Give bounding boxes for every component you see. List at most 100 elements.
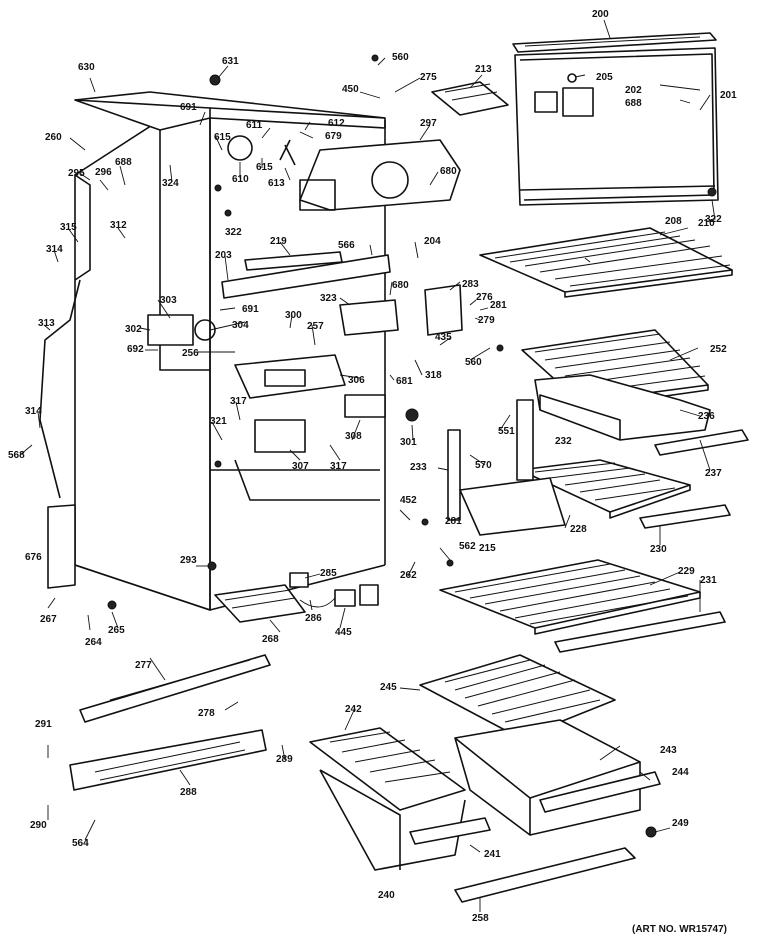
callout-611: 611 bbox=[246, 120, 263, 131]
crisper-drawer-242 bbox=[309, 727, 466, 871]
shelf-support-233 bbox=[447, 429, 461, 521]
callout-215: 215 bbox=[479, 543, 496, 554]
callout-691-upper: 691 bbox=[180, 102, 197, 113]
callout-252: 252 bbox=[710, 344, 727, 355]
leader-lines bbox=[19, 19, 716, 912]
callout-262: 262 bbox=[400, 570, 417, 581]
callout-570: 570 bbox=[475, 460, 492, 471]
callout-313: 313 bbox=[38, 318, 55, 329]
callout-202: 202 bbox=[625, 85, 642, 96]
callout-265: 265 bbox=[108, 625, 125, 636]
rail-231 bbox=[554, 611, 726, 653]
callout-286: 286 bbox=[305, 613, 322, 624]
callout-318: 318 bbox=[425, 370, 442, 381]
callout-288: 288 bbox=[180, 787, 197, 798]
fasteners bbox=[107, 54, 717, 838]
callout-289: 289 bbox=[276, 754, 293, 765]
callout-277: 277 bbox=[135, 660, 152, 671]
callout-691-lower: 691 bbox=[242, 304, 259, 315]
callout-551: 551 bbox=[498, 426, 515, 437]
callout-566: 566 bbox=[338, 240, 355, 251]
callout-241: 241 bbox=[484, 849, 501, 860]
callout-231: 231 bbox=[700, 575, 717, 586]
callout-236: 236 bbox=[698, 411, 715, 422]
callout-615-right: 615 bbox=[256, 162, 273, 173]
callout-229: 229 bbox=[678, 566, 695, 577]
callout-228: 228 bbox=[570, 524, 587, 535]
callout-322-cabinet: 322 bbox=[225, 227, 242, 238]
callout-297: 297 bbox=[420, 118, 437, 129]
callout-314-upper: 314 bbox=[46, 244, 63, 255]
crisper-rail-258 bbox=[454, 847, 636, 903]
callout-256: 256 bbox=[182, 348, 199, 359]
callout-276: 276 bbox=[476, 292, 493, 303]
callout-681: 681 bbox=[396, 376, 413, 387]
freezer-wire-shelf bbox=[479, 227, 733, 298]
drain-tube-313 bbox=[39, 279, 81, 499]
hinge-283 bbox=[424, 284, 463, 336]
callout-labels: 200 201 205 202 688 322 208 210 252 236 … bbox=[8, 9, 737, 924]
callout-568: 568 bbox=[8, 450, 25, 461]
cabinet-shell bbox=[74, 91, 386, 611]
wire-harness-285 bbox=[289, 572, 309, 588]
callout-303: 303 bbox=[160, 295, 177, 306]
drain-pan-268 bbox=[214, 584, 306, 623]
callout-323: 323 bbox=[320, 293, 337, 304]
control-housing-306 bbox=[234, 354, 346, 399]
callout-264: 264 bbox=[85, 637, 102, 648]
callout-688-cabinet: 688 bbox=[115, 157, 132, 168]
callout-452: 452 bbox=[400, 495, 417, 506]
callout-302: 302 bbox=[125, 324, 142, 335]
evaporator-fan-assembly bbox=[227, 135, 296, 166]
crisper-cover-245 bbox=[419, 654, 616, 739]
door-bin-215 bbox=[459, 477, 566, 536]
crisper-handle-241 bbox=[409, 817, 491, 845]
callout-281-lower: 281 bbox=[445, 516, 462, 527]
freezer-door-panel bbox=[514, 47, 719, 206]
callout-301: 301 bbox=[400, 437, 417, 448]
rail-230 bbox=[639, 504, 731, 529]
panel-267 bbox=[47, 504, 76, 589]
callout-232: 232 bbox=[555, 436, 572, 447]
callout-200: 200 bbox=[592, 9, 609, 20]
callout-283: 283 bbox=[462, 279, 479, 290]
callout-450: 450 bbox=[342, 84, 359, 95]
callout-612: 612 bbox=[328, 118, 345, 129]
callout-210: 210 bbox=[698, 218, 715, 229]
callout-315: 315 bbox=[60, 222, 77, 233]
callout-201: 201 bbox=[720, 90, 737, 101]
callout-233: 233 bbox=[410, 462, 427, 473]
callout-306: 306 bbox=[348, 375, 365, 386]
callout-219: 219 bbox=[270, 236, 287, 247]
door-handle-top bbox=[512, 32, 717, 53]
callout-295: 295 bbox=[68, 168, 85, 179]
rail-277 bbox=[79, 654, 271, 723]
callout-293: 293 bbox=[180, 555, 197, 566]
callout-435: 435 bbox=[435, 332, 452, 343]
callout-314-lower: 314 bbox=[25, 406, 42, 417]
callout-257: 257 bbox=[307, 321, 324, 332]
callout-562: 562 bbox=[459, 541, 476, 552]
callout-279: 279 bbox=[478, 315, 495, 326]
callout-245: 245 bbox=[380, 682, 397, 693]
callout-324: 324 bbox=[162, 178, 179, 189]
callout-692: 692 bbox=[127, 344, 144, 355]
callout-317-left: 317 bbox=[230, 396, 247, 407]
callout-296: 296 bbox=[95, 167, 112, 178]
callout-610: 610 bbox=[232, 174, 249, 185]
callout-278: 278 bbox=[198, 708, 215, 719]
channel-203 bbox=[221, 254, 391, 299]
callout-243: 243 bbox=[660, 745, 677, 756]
callout-285: 285 bbox=[320, 568, 337, 579]
callout-676: 676 bbox=[25, 552, 42, 563]
callout-267: 267 bbox=[40, 614, 57, 625]
callout-304: 304 bbox=[232, 320, 249, 331]
callout-240: 240 bbox=[378, 890, 395, 901]
callout-281-upper: 281 bbox=[490, 300, 507, 311]
callout-290: 290 bbox=[30, 820, 47, 831]
callout-560-upper: 560 bbox=[392, 52, 409, 63]
callout-237: 237 bbox=[705, 468, 722, 479]
callout-260: 260 bbox=[45, 132, 62, 143]
ice-tray-213 bbox=[431, 81, 509, 116]
